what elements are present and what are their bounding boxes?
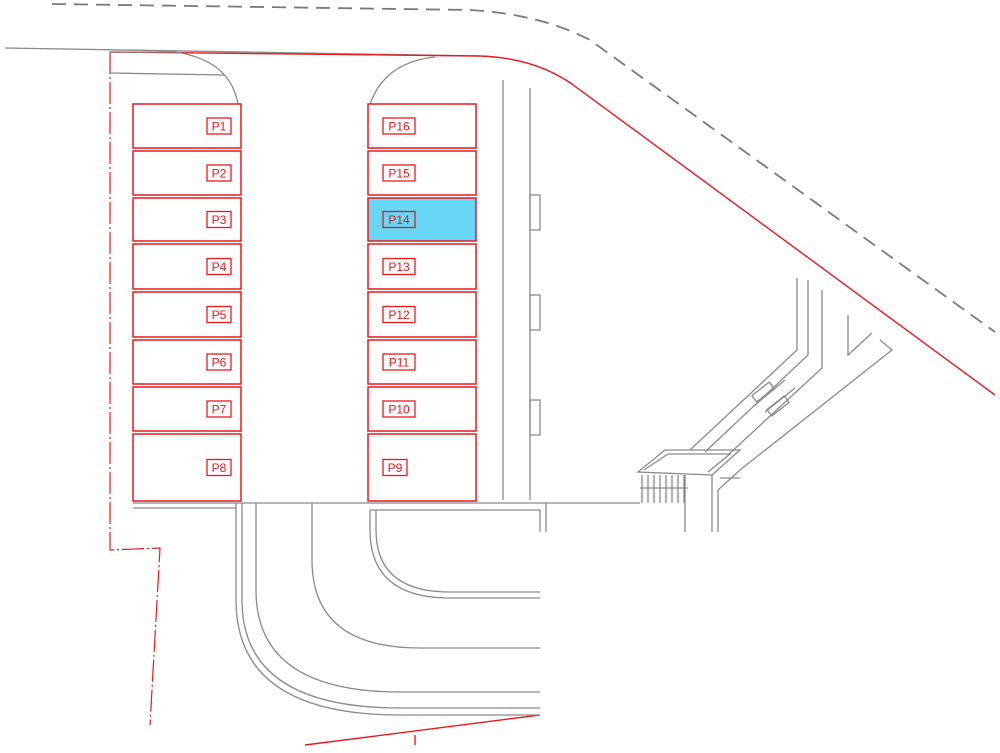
parking-space-p9[interactable]: P9 — [367, 433, 477, 502]
parking-space-tag — [206, 164, 232, 182]
wall-tab-3 — [529, 399, 541, 436]
dashed-road-edge — [51, 3, 996, 333]
parking-space-p7[interactable]: P7 — [132, 386, 242, 432]
parking-space-p2[interactable]: P2 — [132, 150, 242, 196]
ramp-line-5 — [717, 339, 894, 532]
ramp-block-1 — [750, 381, 776, 403]
ramp-line-4 — [847, 315, 873, 357]
parking-space-p11[interactable]: P11 — [367, 339, 477, 385]
ramp-rail — [754, 379, 796, 413]
parking-space-p12[interactable]: P12 — [367, 291, 477, 338]
parking-space-p13[interactable]: P13 — [367, 243, 477, 290]
parking-space-tag — [382, 458, 408, 477]
ramp-line-3 — [727, 290, 823, 456]
parking-space-p4[interactable]: P4 — [132, 243, 242, 290]
property-boundary-top — [109, 51, 996, 396]
access-road-inner-a — [255, 503, 540, 693]
parking-space-tag — [382, 305, 416, 324]
wall-tab-1 — [529, 194, 541, 231]
parking-space-label: P13 — [388, 260, 410, 274]
access-road-outer — [235, 503, 540, 716]
stair-treads — [640, 475, 688, 503]
parking-space-label: P11 — [389, 356, 410, 370]
wall-tab-2 — [529, 294, 541, 331]
parking-space-tag — [382, 400, 416, 418]
parking-space-outline[interactable] — [367, 150, 477, 196]
parking-space-label: P10 — [388, 403, 410, 417]
parking-space-tag — [206, 210, 232, 229]
property-boundary — [109, 52, 161, 726]
parking-space-label: P2 — [212, 167, 227, 181]
parking-space-p5[interactable]: P5 — [132, 291, 242, 338]
parking-space-label: P12 — [388, 308, 410, 322]
access-road-inner-b — [369, 510, 540, 599]
stair-landing-inner — [643, 453, 732, 473]
ramp-line-2 — [704, 280, 809, 453]
parking-space-p6[interactable]: P6 — [132, 339, 242, 385]
parking-space-label: P4 — [212, 260, 227, 274]
access-road-median — [311, 503, 540, 649]
ramp-line-1 — [689, 278, 798, 451]
parking-space-p14[interactable]: P14 — [367, 197, 477, 242]
left-island-inner — [109, 72, 226, 76]
parking-space-tag — [206, 117, 232, 135]
stair-post — [684, 475, 740, 532]
left-island-curb — [110, 51, 239, 105]
parking-space-tag — [382, 210, 416, 229]
parking-space-label: P5 — [212, 308, 227, 322]
parking-space-label: P1 — [212, 120, 227, 134]
parking-space-tag — [206, 353, 232, 371]
parking-space-label: P14 — [388, 213, 410, 227]
parking-space-label: P16 — [388, 120, 410, 134]
parking-space-p3[interactable]: P3 — [132, 197, 242, 242]
access-road-outer-2 — [241, 503, 540, 709]
parking-space-label: P3 — [212, 213, 227, 227]
access-road-inner-c — [375, 510, 540, 593]
parking-space-tag — [382, 164, 416, 182]
access-road-top-cap — [370, 509, 541, 532]
parking-space-tag — [382, 353, 416, 371]
parking-space-label: P7 — [212, 403, 227, 417]
parking-space-tag — [206, 458, 232, 477]
stair-landing — [636, 449, 742, 476]
ramp-block-2 — [765, 395, 791, 417]
parking-space-tag — [206, 257, 232, 276]
parking-space-p8[interactable]: P8 — [132, 433, 242, 502]
center-island-curb — [369, 56, 436, 105]
parking-space-p1[interactable]: P1 — [132, 103, 242, 149]
parking-space-label: P8 — [212, 461, 227, 475]
parking-space-label: P15 — [388, 167, 410, 181]
parking-space-p16[interactable]: P16 — [367, 103, 477, 149]
parking-space-tag — [206, 400, 232, 418]
parking-space-tag — [382, 257, 416, 276]
parking-space-tag — [206, 305, 232, 324]
parking-space-p10[interactable]: P10 — [367, 386, 477, 432]
parking-space-p15[interactable]: P15 — [367, 150, 477, 196]
parking-space-label: P9 — [388, 461, 403, 475]
property-boundary-bottom — [304, 714, 541, 746]
parking-space-tag — [382, 117, 416, 135]
parking-space-label: P6 — [212, 356, 227, 370]
